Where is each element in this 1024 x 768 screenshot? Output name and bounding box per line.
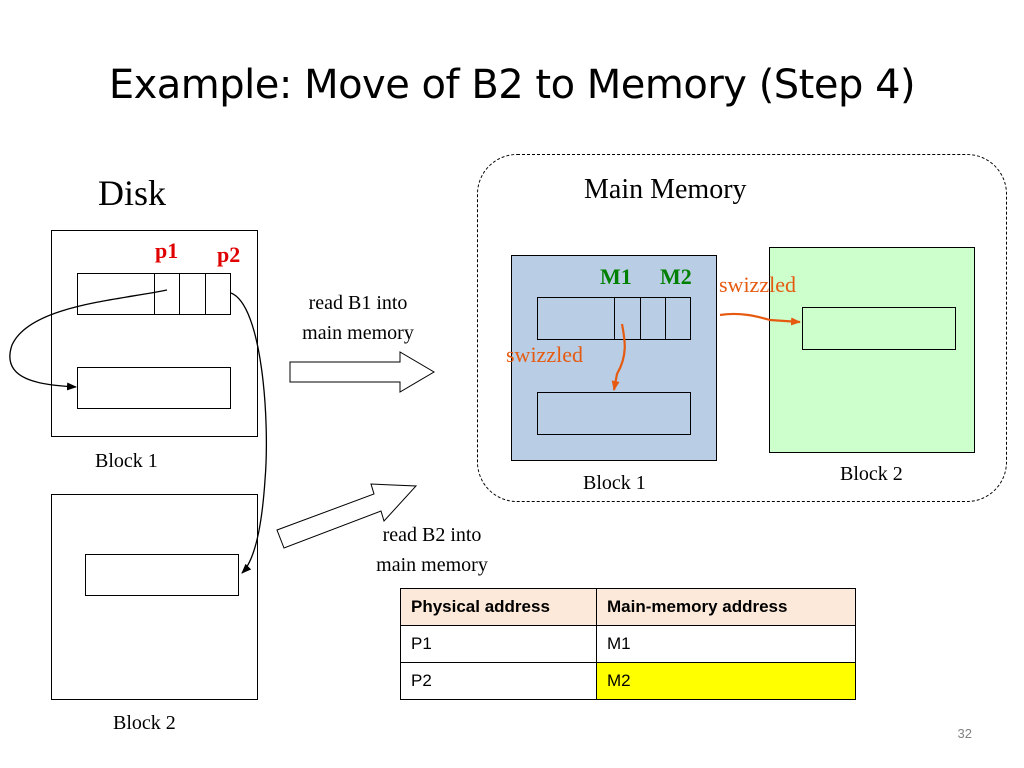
disk-block-2 [51, 494, 258, 700]
memory-block-2 [769, 247, 975, 453]
swizzled-inner-label: swizzled [506, 342, 583, 367]
address-translation-table: Physical address Main-memory address P1 … [400, 588, 856, 700]
read-b2-label: read B2 into main memory [352, 520, 512, 580]
disk-block-1-target-record [77, 367, 231, 409]
main-memory-region [477, 154, 1007, 502]
record-divider [154, 273, 155, 315]
read-b1-label: read B1 into main memory [278, 288, 438, 348]
swizzled-m2-arrow [719, 312, 801, 326]
record-divider [640, 297, 641, 340]
table-row: P1 M1 [400, 625, 856, 663]
memory-block-1-label: Block 1 [583, 472, 646, 494]
read-b2-line-2: main memory [376, 554, 488, 576]
memory-block-2-record [802, 307, 956, 350]
disk-block-1-label: Block 1 [95, 450, 158, 472]
memory-block-1-target-record [537, 392, 691, 435]
table-row: P2 M2 [400, 662, 856, 700]
disk-label: Disk [98, 173, 167, 213]
main-memory-label: Main Memory [584, 174, 747, 205]
p2-label: p2 [217, 242, 241, 267]
swizzled-m1-arrow [611, 323, 626, 391]
cell-physical-address: P1 [400, 625, 597, 663]
p2-pointer-arrow [230, 292, 268, 574]
record-divider [205, 273, 206, 315]
record-divider [179, 273, 180, 315]
read-b1-line-1: read B1 into [308, 292, 408, 314]
p1-pointer-arrow [9, 289, 168, 391]
record-divider [665, 297, 666, 340]
m2-label: M2 [660, 264, 692, 289]
cell-main-memory-address: M1 [596, 625, 856, 663]
record-divider [614, 297, 615, 340]
slide-title: Example: Move of B2 to Memory (Step 4) [108, 62, 916, 108]
cell-main-memory-address-highlighted: M2 [596, 662, 856, 700]
p1-label: p1 [155, 238, 179, 263]
disk-block-2-label: Block 2 [113, 712, 176, 734]
read-b1-line-2: main memory [302, 322, 414, 344]
slide-number: 32 [957, 726, 972, 741]
m1-label: M1 [600, 264, 632, 289]
header-main-memory-address: Main-memory address [596, 588, 856, 626]
swizzled-top-label: swizzled [719, 272, 796, 297]
read-b2-arrow [276, 483, 418, 549]
header-physical-address: Physical address [400, 588, 597, 626]
read-b2-line-1: read B2 into [382, 524, 482, 546]
read-b1-arrow [289, 351, 435, 393]
table-header-row: Physical address Main-memory address [400, 588, 856, 626]
disk-block-2-record [85, 554, 239, 596]
cell-physical-address: P2 [400, 662, 597, 700]
memory-block-2-label: Block 2 [840, 463, 903, 485]
